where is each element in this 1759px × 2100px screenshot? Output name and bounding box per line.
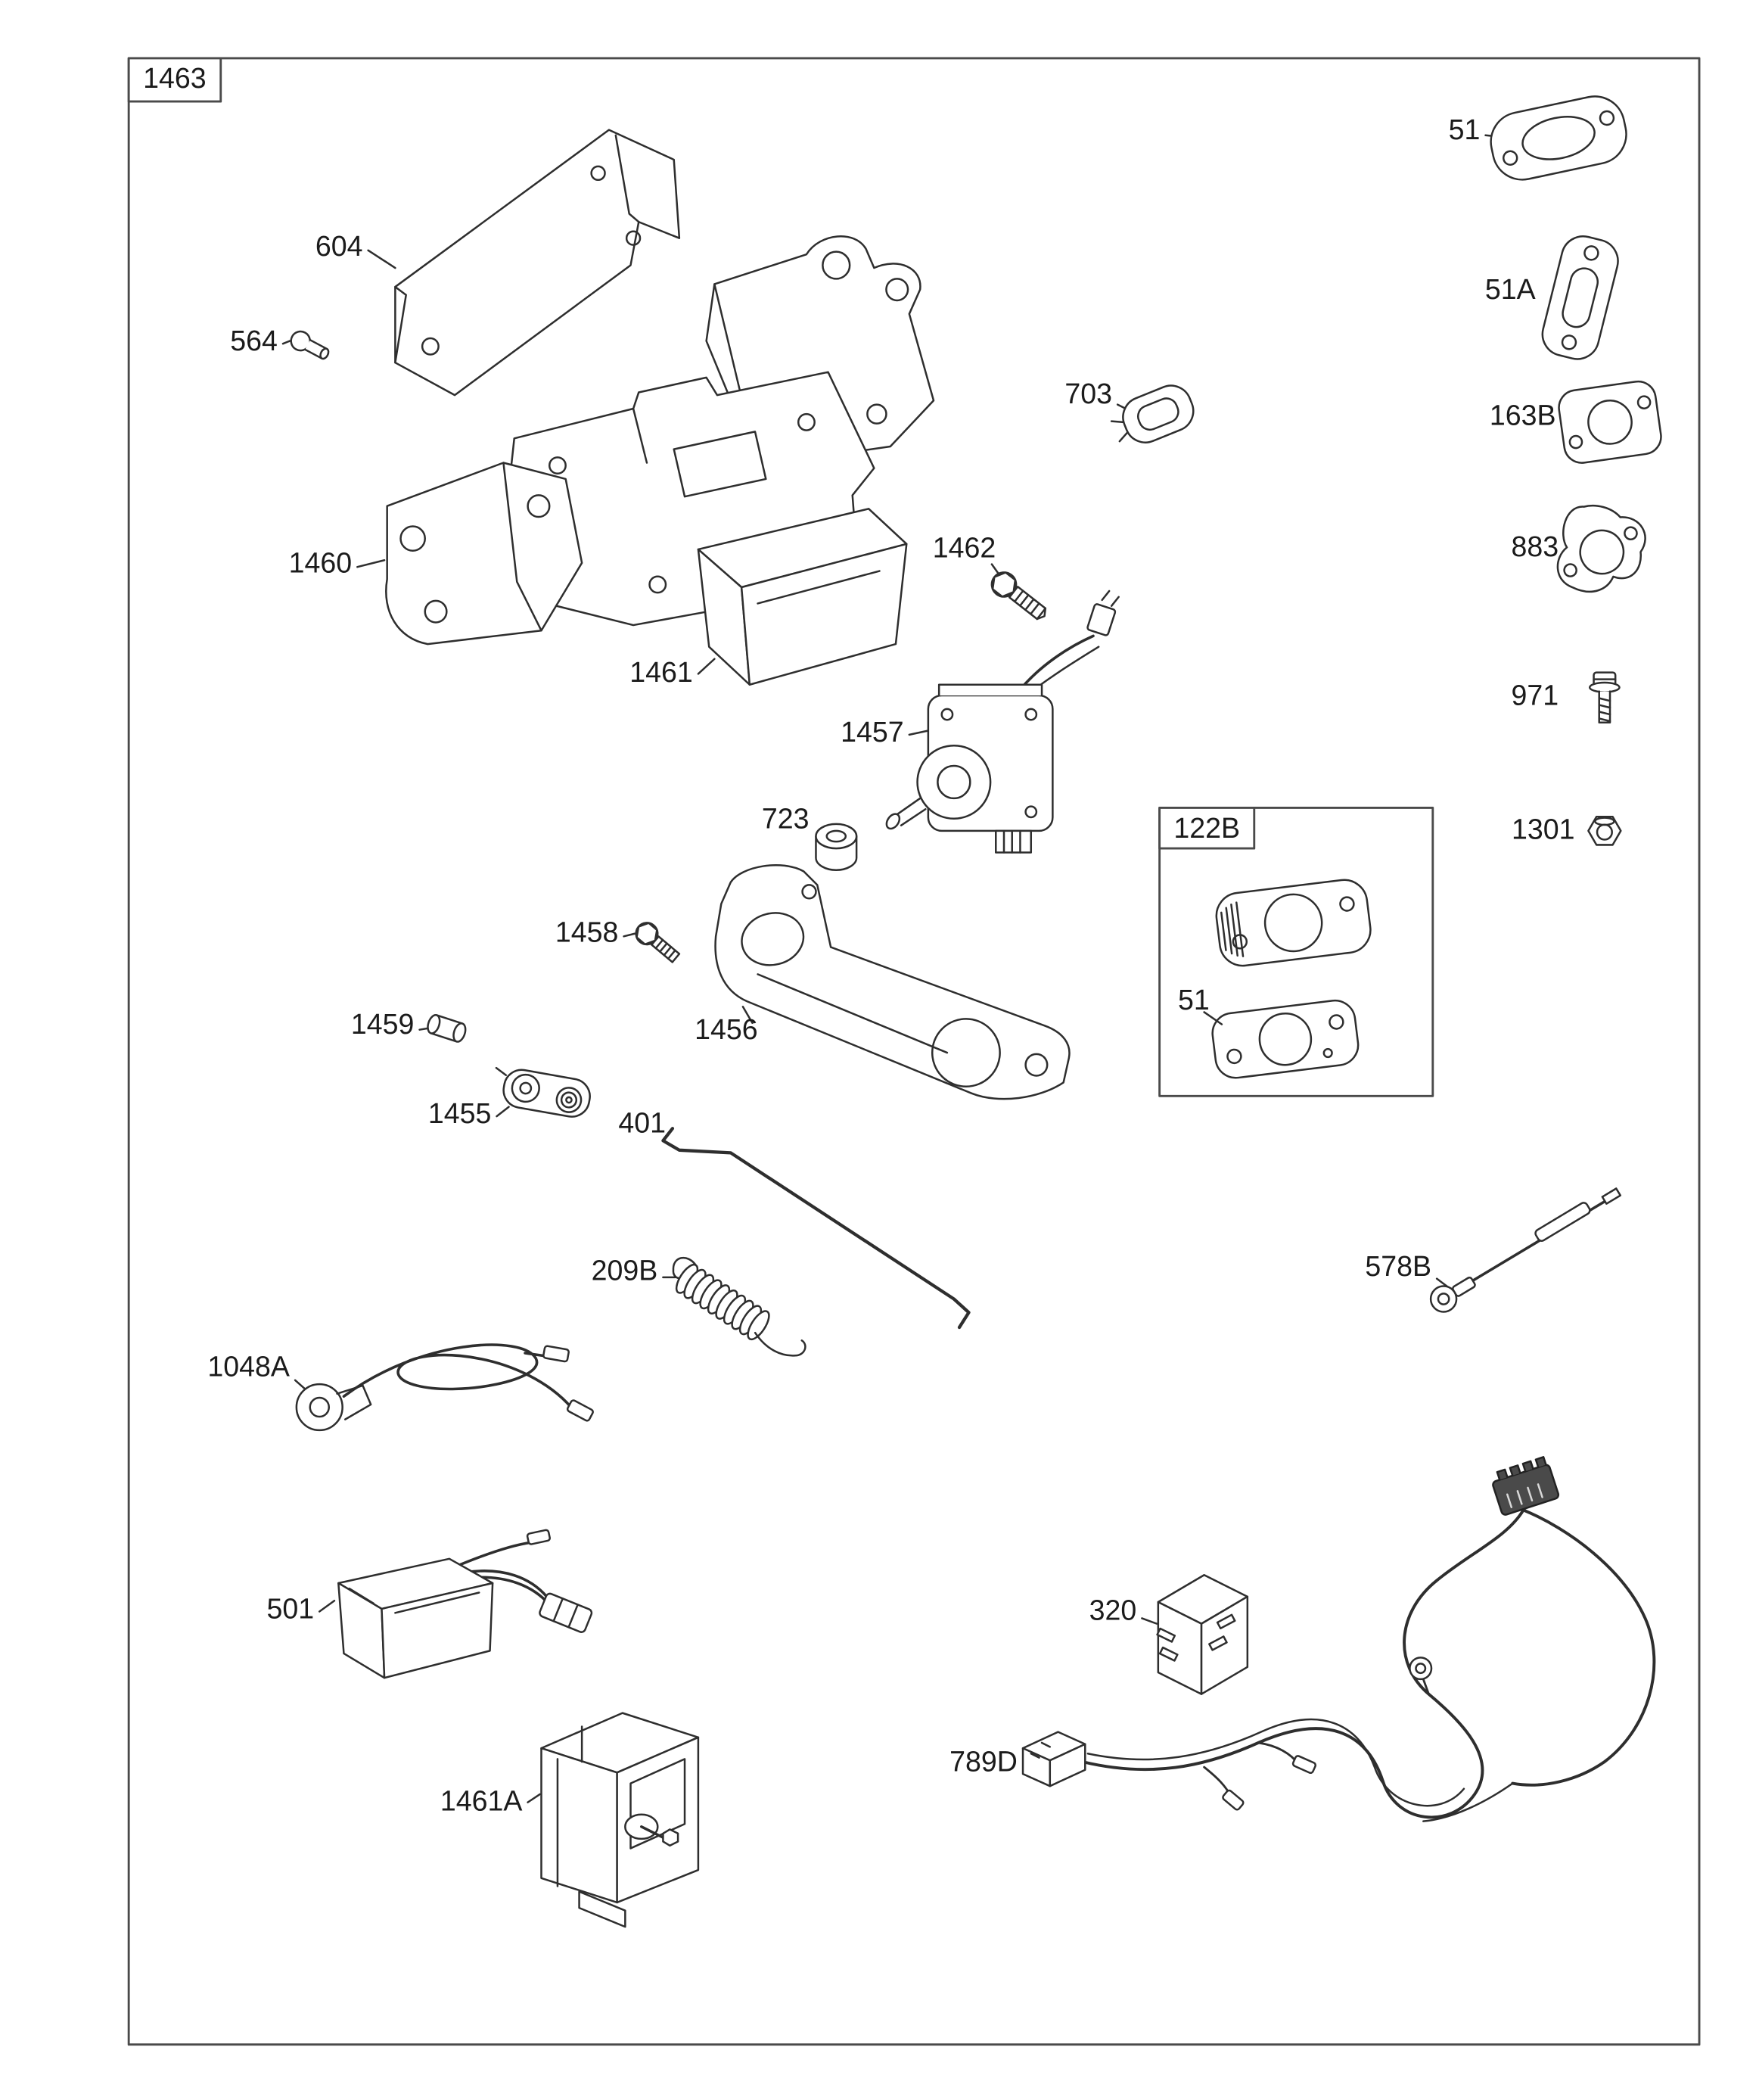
part-label-51-top: 51 xyxy=(1449,114,1481,145)
part-label-1457: 1457 xyxy=(841,716,904,748)
part-1461a-bracket xyxy=(527,1712,700,1928)
part-label-1461a: 1461A xyxy=(440,1784,523,1816)
part-501-regulator xyxy=(319,1529,593,1679)
part-label-723: 723 xyxy=(762,802,810,834)
part-label-1462: 1462 xyxy=(933,532,996,564)
part-label-209b: 209B xyxy=(592,1254,658,1286)
part-604-bracket xyxy=(367,129,681,397)
part-label-163b: 163B xyxy=(1490,399,1556,431)
part-1456-bracket xyxy=(714,864,1071,1100)
part-51-gasket xyxy=(1484,95,1627,181)
frame-tag-box xyxy=(127,57,222,103)
part-1462-screw xyxy=(990,563,1047,621)
part-label-51-inset: 51 xyxy=(1178,984,1210,1016)
part-label-789d: 789D xyxy=(949,1746,1018,1778)
part-1048a-wire xyxy=(294,1343,594,1432)
part-label-1461: 1461 xyxy=(629,656,693,688)
part-label-564: 564 xyxy=(230,325,278,356)
part-1458-screw xyxy=(623,922,681,963)
part-1461-cover xyxy=(697,508,908,686)
part-883-gasket xyxy=(1556,504,1646,593)
part-51a-gasket xyxy=(1541,235,1619,360)
part-label-1301: 1301 xyxy=(1512,814,1575,845)
part-label-604: 604 xyxy=(315,230,363,262)
part-label-401: 401 xyxy=(618,1107,666,1139)
part-1301-nut xyxy=(1587,815,1622,846)
inset-122b-tag-box xyxy=(1158,807,1256,850)
part-label-703: 703 xyxy=(1064,378,1112,409)
part-723-spacer xyxy=(815,823,858,871)
part-1460-bracket xyxy=(356,462,583,646)
part-label-1048a: 1048A xyxy=(207,1350,290,1382)
part-label-51a: 51A xyxy=(1485,273,1536,305)
part-label-883: 883 xyxy=(1511,530,1559,562)
part-1455-lever xyxy=(495,1066,591,1118)
part-320-relay xyxy=(1141,1573,1249,1695)
part-label-578b: 578B xyxy=(1365,1250,1431,1282)
harness-multipin-connector xyxy=(1492,1456,1560,1516)
part-971-bolt xyxy=(1588,671,1621,724)
part-122b-spacer xyxy=(1215,879,1372,967)
frame-tag-label: 1463 xyxy=(143,62,207,94)
part-401-rod xyxy=(661,1127,971,1330)
part-label-1456: 1456 xyxy=(695,1013,758,1045)
part-label-1460: 1460 xyxy=(289,546,353,578)
part-1459-pin xyxy=(418,1014,467,1043)
part-703-grommet xyxy=(1110,384,1195,443)
part-label-1459: 1459 xyxy=(351,1008,415,1040)
part-1457-motor xyxy=(885,590,1120,854)
part-209b-spring xyxy=(662,1256,806,1357)
part-564-rivet xyxy=(281,330,330,360)
part-578b-cable xyxy=(1429,1187,1622,1313)
inset-tag-label: 122B xyxy=(1173,812,1240,844)
part-789d-harness xyxy=(1021,1456,1656,1822)
part-label-501: 501 xyxy=(266,1592,314,1624)
part-label-320: 320 xyxy=(1089,1594,1137,1626)
part-163b-gasket xyxy=(1558,380,1662,464)
part-label-1458: 1458 xyxy=(555,916,619,947)
part-label-1455: 1455 xyxy=(428,1097,492,1129)
part-label-971: 971 xyxy=(1511,680,1559,711)
inset-122b xyxy=(1158,807,1434,1097)
part-51-inset-gasket xyxy=(1211,999,1360,1079)
